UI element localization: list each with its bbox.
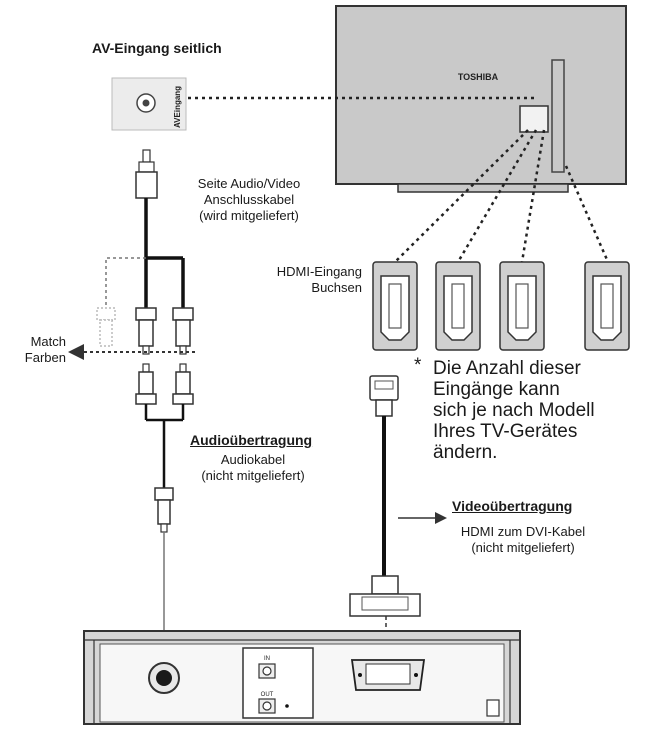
av-cable-line3: (wird mitgeliefert) [199, 208, 299, 223]
hdmi-inputs-line2: Buchsen [311, 280, 362, 295]
hdmi-socket-3 [499, 261, 545, 351]
note-line3: sich je nach Modell [433, 400, 595, 421]
video-line1: HDMI zum DVI-Kabel [460, 524, 586, 539]
av-cable-line2: Anschlusskabel [203, 192, 295, 207]
audio-out-jack [148, 662, 180, 694]
hdmi-plug [369, 375, 399, 417]
side-input-title: AV-Eingang seitlich [92, 40, 222, 56]
hdmi-inputs-line1: HDMI-Eingang [276, 264, 362, 279]
note-line5: ändern. [433, 442, 498, 463]
video-line2: (nicht mitgeliefert) [471, 540, 575, 555]
av-cable [144, 198, 185, 308]
audio-cable [144, 404, 185, 488]
audio-heading: Audioübertragung [190, 432, 313, 448]
dashed-cable-branch [105, 257, 146, 308]
rca-plug-group-upper [96, 307, 194, 355]
note-line2: Eingänge kann [433, 379, 560, 400]
minijack-plug [135, 149, 158, 199]
tv-set: TOSHIBA [335, 5, 627, 193]
audio-line1: Audiokabel [220, 452, 286, 467]
dvi-port [350, 659, 426, 691]
note-star: * [414, 355, 422, 376]
note-text: Die Anzahl dieser Eingänge kann sich je … [433, 358, 595, 463]
audio-caption: Audiokabel (nicht mitgeliefert) [178, 452, 328, 484]
av-cable-line1: Seite Audio/Video [197, 176, 301, 191]
video-heading: Videoübertragung [452, 498, 573, 514]
tv-brand-logo: TOSHIBA [458, 72, 499, 82]
audio-plug [154, 487, 174, 533]
device-corner-switch [486, 699, 500, 717]
coax-panel: IN OUT [242, 647, 314, 719]
hdmi-socket-1 [372, 261, 418, 351]
note-line4: Ihres TV-Gerätes [433, 421, 578, 442]
match-caption: Match Farben [8, 334, 66, 366]
match-line1: Match [30, 334, 66, 349]
hdmi-socket-2 [435, 261, 481, 351]
video-caption: HDMI zum DVI-Kabel (nicht mitgeliefert) [440, 524, 606, 556]
match-line2: Farben [24, 350, 66, 365]
tv-input-panel [519, 105, 549, 133]
audio-line2: (nicht mitgeliefert) [201, 468, 305, 483]
hdmi-links [394, 129, 610, 263]
hdmi-inputs-caption: HDMI-Eingang Buchsen [250, 264, 362, 296]
dvi-plug [349, 575, 421, 617]
tv-side-panel [551, 59, 565, 173]
coax-in-label: IN [264, 656, 270, 662]
av-cable-caption: Seite Audio/Video Anschlusskabel (wird m… [174, 176, 324, 224]
coax-out-label: OUT [261, 692, 274, 698]
av-jack-label: AVEingang [173, 86, 182, 128]
rca-plug-group-lower [135, 363, 194, 405]
side-av-jack: AVEingang [111, 77, 187, 131]
hdmi-socket-4 [584, 261, 630, 351]
note-line1: Die Anzahl dieser [433, 358, 581, 379]
